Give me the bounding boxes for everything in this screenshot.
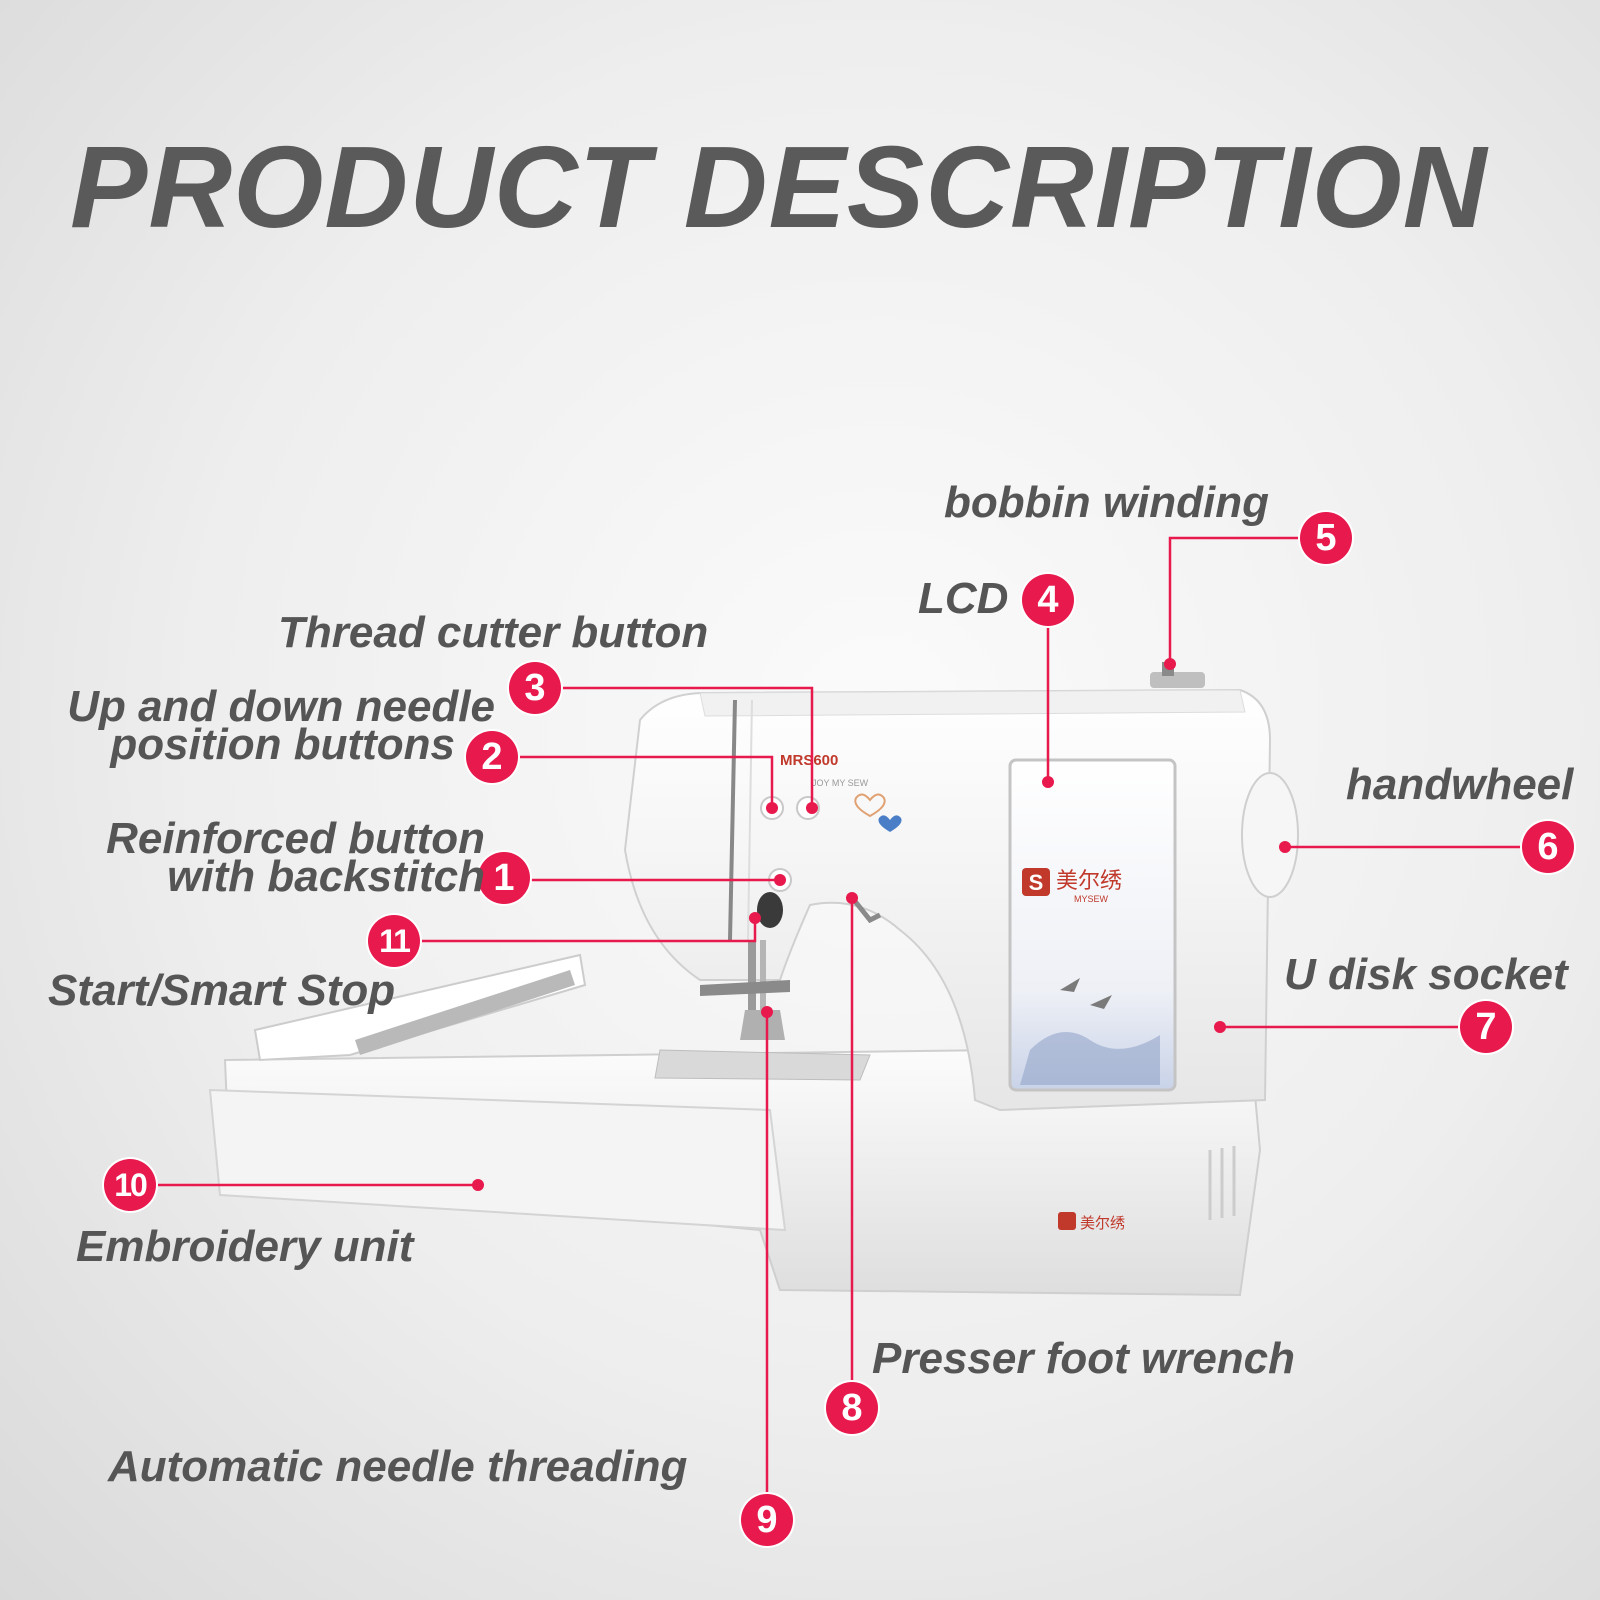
callout-label-7: U disk socket [1284,950,1568,999]
callout-badge-11: 11 [368,915,420,967]
model-label: MRS600 [780,752,838,769]
leader-dot-5 [1164,658,1176,670]
callout-badge-2: 2 [466,731,518,783]
callout-badge-9: 9 [741,1494,793,1546]
callout-badge-6: 6 [1522,821,1574,873]
leader-line-11 [420,918,757,943]
callout-badge-4: 4 [1022,574,1074,626]
leader-line-5 [1168,536,1302,664]
base-brand-cn: 美尔绣 [1080,1214,1125,1232]
leader-dot-6 [1279,841,1291,853]
callout-label-4: LCD [918,574,1009,623]
leader-dot-11 [749,912,761,924]
handwheel-shape [1241,772,1299,898]
callout-label-8: Presser foot wrench [872,1334,1296,1383]
callout-label-1-line-1: Reinforced button [106,814,485,863]
leader-dot-2 [766,802,778,814]
embroidery-unit-body [208,1088,787,1232]
needle-plate [654,1049,871,1081]
leader-dot-7 [1214,1021,1226,1033]
screen-brand-en: MYSEW [1074,894,1109,904]
callout-badge-10: 10 [104,1159,156,1211]
leader-dot-10 [472,1179,484,1191]
callout-badge-1: 1 [478,852,530,904]
leader-dot-3 [806,802,818,814]
callout-label-10: Embroidery unit [76,1222,414,1271]
callout-label-3: Thread cutter button [278,608,709,657]
leader-dot-4 [1042,776,1054,788]
callout-label-5: bobbin winding [944,478,1270,527]
leader-dot-9 [761,1006,773,1018]
callout-label-1-line-2: with backstitch [167,852,485,901]
screen-logo-letter: S [1029,870,1044,895]
start-stop-button-shape [757,892,783,928]
callout-badge-3: 3 [509,662,561,714]
lcd-screen [1008,758,1177,1092]
callout-badge-8: 8 [826,1382,878,1434]
callout-label-2: Up and down needle position buttons [20,682,495,769]
callout-label-2-line-2: position buttons [110,720,455,769]
leader-dot-1 [774,874,786,886]
embroidery-rail [355,970,575,1055]
callout-label-11: Start/Smart Stop [48,966,396,1015]
callout-badge-5: 5 [1300,512,1352,564]
callout-label-1: Reinforced button with backstitch [40,814,485,901]
leader-dot-8 [846,892,858,904]
slogan-label: JOY MY SEW [812,778,869,788]
callout-label-2-line-1: Up and down needle [67,682,495,731]
leader-line-2 [520,755,774,808]
screen-brand-cn: 美尔绣 [1056,869,1122,894]
page-title: PRODUCT DESCRIPTION [70,122,1488,252]
callout-label-9: Automatic needle threading [108,1442,688,1491]
callout-badge-7: 7 [1460,1001,1512,1053]
callout-label-6: handwheel [1346,760,1574,809]
leader-line-3 [560,686,814,808]
